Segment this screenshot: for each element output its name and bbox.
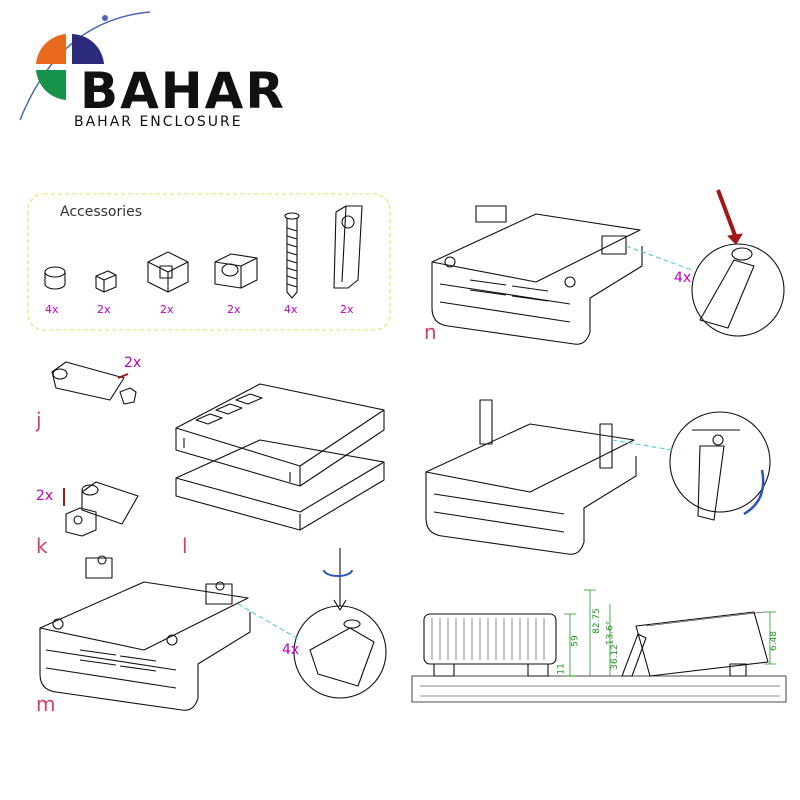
accessory-qty: 4x <box>284 303 298 316</box>
dimension-label: 82.75 <box>591 608 602 634</box>
brand-name: BAHAR <box>80 62 286 120</box>
accessory-qty: 2x <box>97 303 111 316</box>
accessories-title: Accessories <box>60 204 143 220</box>
step-n-qty: 4x <box>674 270 692 286</box>
accessory-qty: 2x <box>160 303 174 316</box>
dimension-label: 11 <box>556 663 567 675</box>
step-k-stand <box>63 481 139 537</box>
dimension-label: 13.6° <box>605 620 616 646</box>
step-j-stand <box>51 361 137 405</box>
accessory-qty: 2x <box>340 303 354 316</box>
step-k-qty: 2x <box>36 488 54 504</box>
brand-tagline: BAHAR ENCLOSURE <box>74 114 243 130</box>
step-m-label: m <box>36 692 56 716</box>
hinge-socket-icon <box>147 251 189 293</box>
screw-icon <box>284 212 300 299</box>
square-nut-block-icon <box>214 253 258 289</box>
accessory-qty: 2x <box>227 303 241 316</box>
small-block-icon <box>95 270 117 293</box>
step-j-label: j <box>36 408 42 432</box>
step-m-enclosure <box>39 548 387 711</box>
tilt-stand-icon <box>333 205 363 289</box>
step-n-enclosure <box>431 205 785 345</box>
step-raised-enclosure <box>425 399 771 555</box>
dimension-label: 36.12 <box>609 644 620 670</box>
step-m-qty: 4x <box>282 642 300 658</box>
step-l-enclosure <box>175 383 385 531</box>
profile-view <box>411 611 787 703</box>
step-l-label: l <box>182 534 188 558</box>
step-n-label: n <box>424 320 437 344</box>
step-k-label: k <box>36 534 48 558</box>
rubber-foot-icon <box>44 266 66 290</box>
dimension-label: 59 <box>570 635 581 647</box>
step-j-qty: 2x <box>124 355 142 371</box>
dimension-lines <box>564 589 776 677</box>
accessory-qty: 4x <box>45 303 59 316</box>
dimension-label: 6.48 <box>769 630 780 652</box>
accessories-frame <box>27 193 391 331</box>
